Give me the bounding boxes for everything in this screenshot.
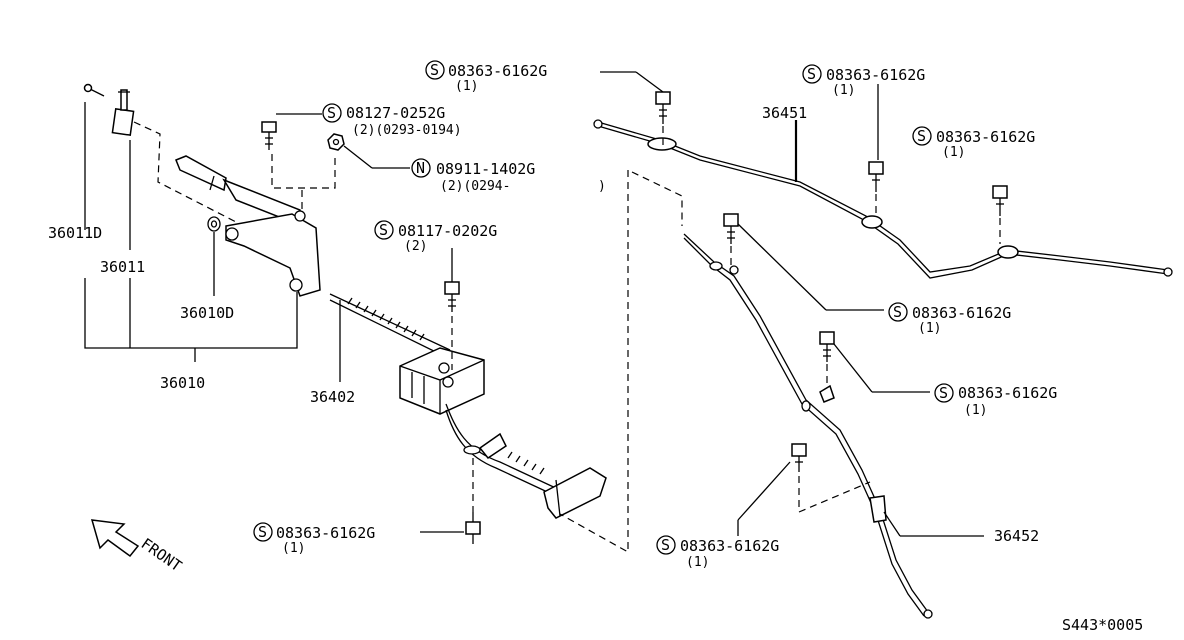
part-number: 08127-0252G [346,104,445,122]
callout-c3: S 08363-6162G (1) [912,126,1035,160]
switch-36011 [111,89,135,136]
part-number: 08363-6162G [958,384,1057,402]
callout-code: S [939,384,948,402]
callout-code: S [258,523,267,541]
part-number: 08363-6162G [826,66,925,84]
callout-c8: S 08363-6162G (1) [934,383,1057,418]
bolt-36452-a [723,213,884,311]
callout-code: S [807,65,816,83]
part-label-36010d: 36010D [180,304,234,322]
callout-c2: S 08363-6162G (1) [802,64,925,98]
callout-c1: S 08363-6162G (1) [425,60,547,94]
callout-code: N [416,159,425,177]
equalizer-bracket [399,347,485,415]
callout-c7: S 08363-6162G (1) [888,302,1011,336]
front-label: FRONT [138,535,185,576]
quantity: (1) [942,145,965,160]
close-paren: ) [598,179,606,194]
callout-code: S [917,127,926,145]
quantity: (1) [832,83,855,98]
lever-handle [175,155,321,297]
rear-cable-36452 [683,213,984,619]
callout-c5: N 08911-1402G (2)(0294- ) [411,158,606,194]
callout-code: S [661,536,670,554]
callout-code: S [893,303,902,321]
bolt-36451-c [992,185,1008,244]
bolt-08127 [261,121,277,150]
quantity: (1) [686,555,709,570]
front-arrow-icon [90,519,140,558]
bolt-lower-left [420,458,481,544]
part-number: 08363-6162G [680,537,779,555]
callout-c6: S 08117-0202G (2) [374,220,497,254]
screw-36011d [83,83,105,97]
rear-cable-36451 [593,71,1173,279]
part-number: 08363-6162G [448,62,547,80]
part-number: 08363-6162G [276,524,375,542]
bolt-36451-b [868,84,884,216]
quantity: (2) [404,239,427,254]
quantity: (1) [964,403,987,418]
part-number: 08363-6162G [912,304,1011,322]
quantity: (2)(0293-0194) [352,123,462,138]
bolt-36451-a [600,71,671,148]
callout-code: S [327,104,336,122]
part-label-36452: 36452 [994,527,1039,545]
callout-code: S [430,61,439,79]
nut-08911 [327,133,345,151]
part-label-36011: 36011 [100,258,145,276]
part-number: 08363-6162G [936,128,1035,146]
front-cable-36402 [329,170,683,554]
washer-36010d [207,216,221,296]
quantity: (1) [282,541,305,556]
diagram-code: S443*0005 [1062,616,1143,634]
callout-c4: S 08127-0252G (2)(0293-0194) [322,103,462,138]
part-number: 08117-0202G [398,222,497,240]
part-number: 08911-1402G [436,160,535,178]
part-label-36402: 36402 [310,388,355,406]
quantity: (1) [918,321,941,336]
bolt-08117 [444,248,460,370]
callout-c9: S 08363-6162G (1) [253,522,375,556]
bolt-36452-b [819,331,930,393]
callout-c10: S 08363-6162G (1) [656,535,779,570]
part-label-36451: 36451 [762,104,807,122]
bolt-36452-c [737,443,871,536]
lever-assembly [83,83,410,362]
part-label-36011d: 36011D [48,224,102,242]
part-label-36010: 36010 [160,374,205,392]
callout-code: S [379,221,388,239]
quantity: (1) [455,79,478,94]
quantity: (2)(0294- [440,179,510,194]
